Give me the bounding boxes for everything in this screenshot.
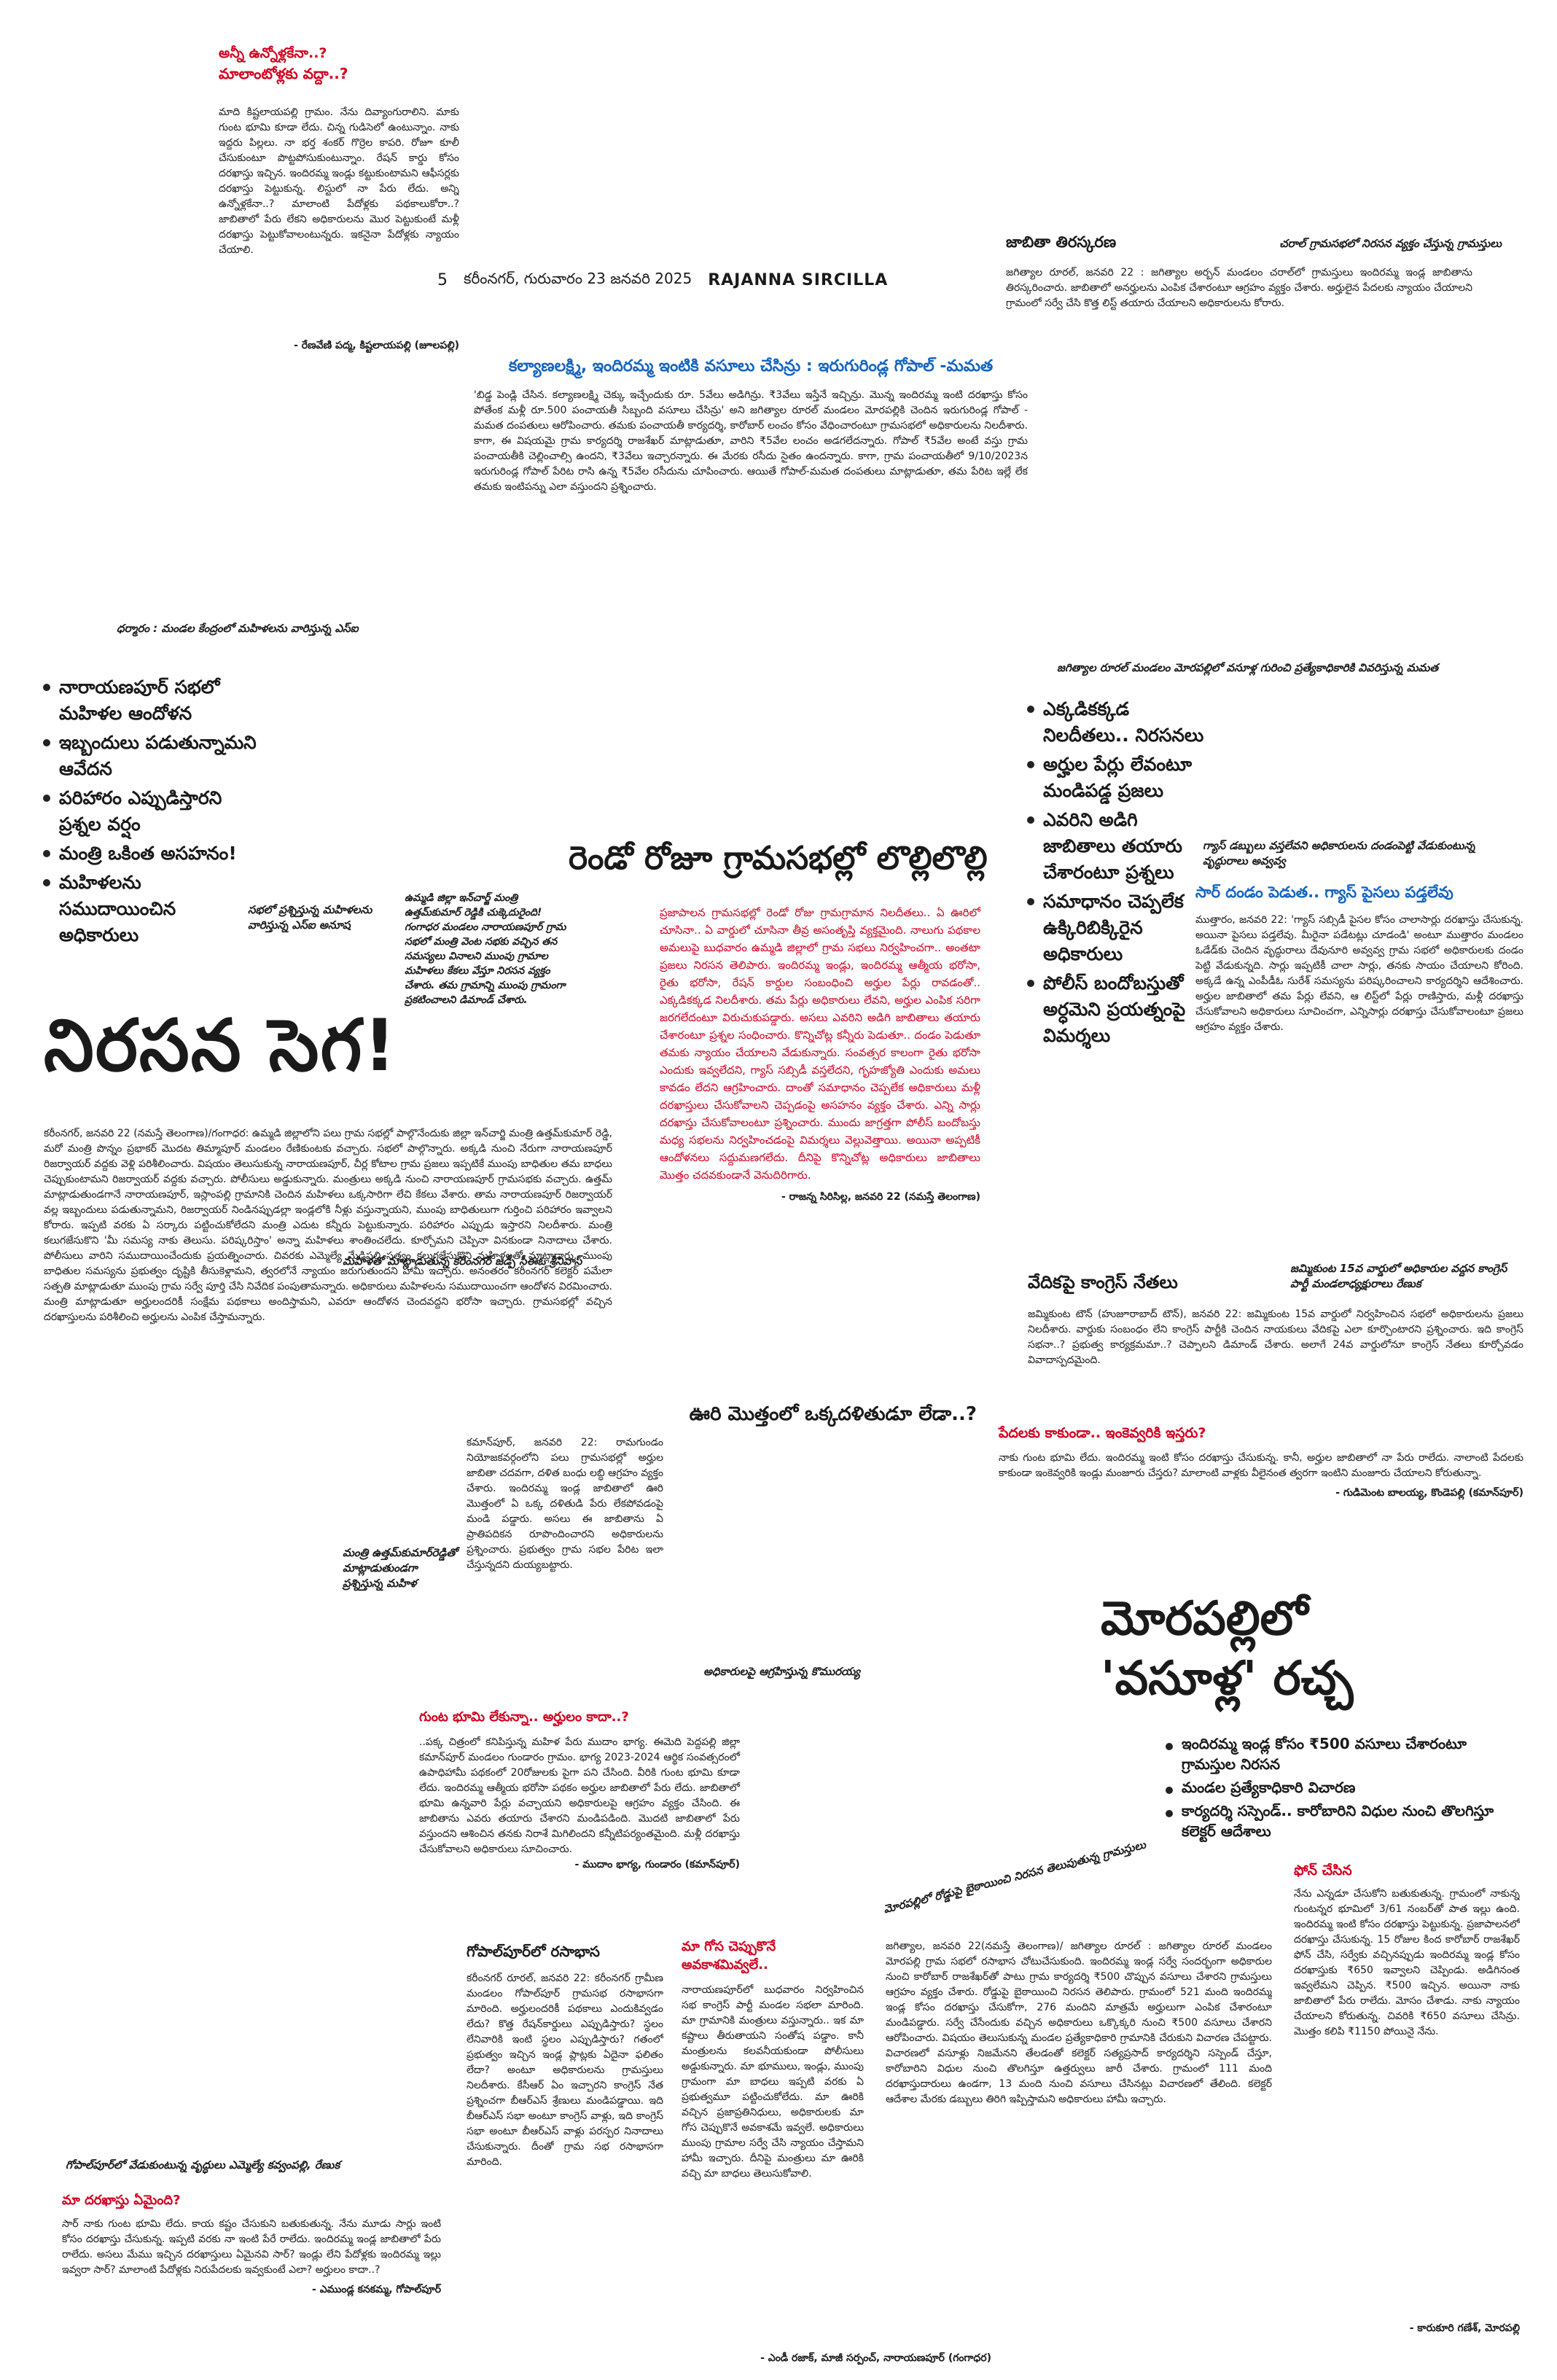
topright-body: జగిత్యాల రూరల్, జనవరి 22 : జగిత్యాల అర్బ… — [1006, 267, 1472, 309]
guntha-body: ..పక్క చిత్రంలో కనిపిస్తున్న మహిళ పేరు మ… — [419, 1736, 740, 1855]
story-deceive: మా గోస చెప్పుకొనే అవకాశమివ్వలే.. నారాయణప… — [682, 1939, 864, 2347]
deceive-byline: - ఎండీ రజాక్, మాజీ సర్పంచ్, నారాయణపూర్ (… — [760, 2352, 991, 2364]
topleft-title: మాలాంటోళ్లకు వద్దా..? — [219, 65, 348, 82]
caption-speech: మహిళతో మాట్లాడుతున్న కరీంనగర్ జడ్పీ సీఈఓ… — [343, 1255, 582, 1268]
topleft-kicker: అన్నీ ఉన్నోళ్లకేనా..? — [219, 45, 327, 61]
right-bullet: అర్హుల పేర్లు లేవంటూ మండిపడ్డ ప్రజలు — [1024, 752, 1214, 804]
main-lead-byline: - రాజన్న సిరిసిల్ల, జనవరి 22 (నమస్తే తెల… — [781, 1191, 980, 1203]
minister-block: ఉమ్మడి జిల్లా ఇన్‌చార్జ్ మంత్రి ఉత్తమ్‌క… — [405, 892, 566, 1006]
phone-title: ఫోన్ చేసిన — [1294, 1862, 1352, 1878]
phone-byline: - కారుకూరి గణేశ్, మోరపల్లి — [1409, 2322, 1520, 2334]
main-body-left: కరీంనగర్, జనవరి 22 (నమస్తే తెలంగాణ)/గంగా… — [44, 1128, 612, 1323]
guntha-byline: - ముదాం భాగ్య, గుండారం (కమాన్‌పూర్) — [574, 1859, 740, 1870]
morapalli-title-line1: మోరపల్లిలో — [1101, 1592, 1308, 1646]
story-congress: వేదికపై కాంగ్రెస్ నేతలు జమ్మికుంట టౌన్ (… — [1028, 1272, 1523, 1368]
topright-caption: చరాల్ గ్రామసభలో నిరసన వ్యక్తం చేస్తున్న … — [1279, 237, 1502, 250]
poor-body: నాకు గుంట భూమి లేదు. ఇందిరమ్మ ఇంటి కోసం … — [999, 1452, 1523, 1479]
story-morapalli: జగిత్యాల, జనవరి 22(నమస్తే తెలంగాణ)/ జగిత… — [886, 1939, 1272, 2325]
morapalli-highlights: ఇందిరమ్మ ఇండ్ల కోసం ₹500 వసూలు చేశారంటూ … — [1163, 1733, 1513, 1844]
gopalpur-body: కరీంనగర్ రూరల్, జనవరి 22: కరీంనగర్ గ్రామ… — [467, 1973, 663, 2168]
application-body: సార్ నాకు గుంట భూమి లేదు. కాయ కష్టం చేసు… — [62, 2218, 441, 2276]
application-title: మా దరఖాస్తు ఏమైంది? — [62, 2193, 181, 2208]
edition-name: RAJANNA SIRCILLA — [708, 270, 889, 289]
story-topleft: అన్నీ ఉన్నోళ్లకేనా..? మాలాంటోళ్లకు వద్దా… — [219, 45, 459, 354]
right-highlights: ఎక్కడికక్కడ నిలదీతలు.. నిరసనలు అర్హుల పే… — [1024, 696, 1214, 1052]
page-number: 5 — [437, 270, 448, 289]
main-lead-text: ప్రజాపాలన గ్రామసభల్లో రెండో రోజు గ్రామగ్… — [660, 906, 980, 1182]
kalyan-headline: కల్యాణలక్ష్మి, ఇందిరమ్మ ఇంటికి వసూలు చేస… — [508, 357, 994, 375]
left-highlights: నారాయణపూర్ సభలో మహిళల ఆందోళన ఇబ్బందులు ప… — [40, 674, 259, 951]
gopalpur-title: గోపాల్‌పూర్‌లో రసాభాస — [467, 1943, 600, 1960]
morapalli-title-line2: 'వసూళ్ల' రచ్చ — [1101, 1652, 1354, 1706]
caption-gopalpur-photo: గోపాల్‌పూర్‌లో వేడుకుంటున్న వృద్ధులు ఎమ్… — [66, 2158, 340, 2172]
masthead: 5 కరీంనగర్, గురువారం 23 జనవరి 2025 RAJAN… — [437, 268, 889, 292]
caption-women-protest: సభలో ప్రశ్నిస్తున్న మహిళలను వారిస్తున్న … — [248, 903, 372, 932]
story-gas: సార్ దండం పెడుత.. గ్యాస్ పైసలు పడ్తలేవు … — [1195, 883, 1523, 1035]
caption-left-top: ధర్మారం : మండల కేంద్రంలో మహిళలను వారిస్త… — [117, 622, 359, 635]
story-poor: పేదలకు కాకుండా.. ఇంకెవ్వరికి ఇస్తరు? నాక… — [999, 1425, 1523, 1501]
big-title: నిరసన సెగ! — [44, 1004, 398, 1088]
guntha-title: గుంట భూమి లేకున్నా.. అర్హులం కాదా..? — [419, 1709, 629, 1725]
topleft-byline: - రేణవేణి పద్మ, కిష్టలాయపల్లి (జూలపల్లి) — [294, 340, 459, 351]
main-lead: ప్రజాపాలన గ్రామసభల్లో రెండో రోజు గ్రామగ్… — [660, 904, 980, 1205]
right-bullet: ఎక్కడికక్కడ నిలదీతలు.. నిరసనలు — [1024, 696, 1214, 749]
right-bullet: సమాధానం చెప్పలేక ఉక్కిరిబిక్కిరైన అధికార… — [1024, 889, 1214, 967]
application-byline: - ఎముండ్ల కనకమ్మ, గోపాల్‌పూర్ — [312, 2284, 441, 2295]
story-gopalpur: గోపాల్‌పూర్‌లో రసాభాస కరీంనగర్ రూరల్, జన… — [467, 1943, 663, 2336]
story-kalyanalakshmi: కల్యాణలక్ష్మి, ఇందిరమ్మ ఇంటికి వసూలు చేస… — [474, 357, 1028, 495]
morapalli-bullet: ఇందిరమ్మ ఇండ్ల కోసం ₹500 వసూలు చేశారంటూ … — [1163, 1733, 1513, 1774]
morapalli-bullet: మండల ప్రత్యేకాధికారి విచారణ — [1163, 1777, 1513, 1798]
phone-body: నేను ఎన్నడూ చేసుకోని బతుకుతున్న. గ్రామంల… — [1294, 1888, 1520, 2037]
main-banner: రెండో రోజూ గ్రామసభల్లో లొల్లిలొల్లి — [569, 840, 988, 877]
left-bullet: పరిహారం ఎప్పుడిస్తారని ప్రశ్నల వర్షం — [40, 785, 259, 838]
story-application: మా దరఖాస్తు ఏమైంది? సార్ నాకు గుంట భూమి … — [62, 2193, 441, 2298]
morapalli-title: మోరపల్లిలో 'వసూళ్ల' రచ్చ — [1101, 1589, 1516, 1709]
dateline: కరీంనగర్, గురువారం 23 జనవరి 2025 — [464, 269, 692, 287]
kalyan-body: 'బిడ్డ పెండ్లి చేసిన. కల్యాణలక్ష్మి చెక్… — [474, 389, 1028, 493]
story-guntha: గుంట భూమి లేకున్నా.. అర్హులం కాదా..? ..ప… — [419, 1709, 740, 1873]
poor-byline: - గుడిమెంట బాలయ్య, కొండెపల్లి (కమాన్‌పూర… — [1335, 1487, 1523, 1499]
left-bullet: ఇబ్బందులు పడుతున్నామని ఆవేదన — [40, 730, 259, 782]
congress-body: జమ్మికుంట టౌన్ (హుజూరాబాద్ టౌన్), జనవరి … — [1028, 1308, 1523, 1366]
story-shadow: ఊరి మొత్తంలో ఒక్కదళితుడూ లేడా..? కమాన్‌ప… — [467, 1403, 977, 1573]
right-bullet: పోలీస్ బందోబస్తుతో అర్ధమెని ప్రయత్నంపై వ… — [1024, 970, 1214, 1049]
story-phone: ఫోన్ చేసిన నేను ఎన్నడూ చేసుకోని బతుకుతున… — [1294, 1862, 1520, 2336]
topleft-body: మాది కిష్టలాయపల్లి గ్రామం. నేను దివ్యాంగ… — [219, 106, 459, 256]
left-bullet: మంత్రి ఒకింత అసహనం! — [40, 840, 259, 867]
caption-morapalli-photo: మోరపల్లిలో రోడ్డుపై బైఠాయించి నిరసన తెలు… — [882, 1838, 1147, 1916]
left-bullet: మహిళలను సముదాయించిన అధికారులు — [40, 870, 259, 948]
gas-body: ముత్తారం, జనవరి 22: 'గ్యాస్ సబ్సిడీ పైసల… — [1195, 914, 1523, 1033]
caption-right-top: జగిత్యాల రూరల్ మండలం మోరపల్లిలో వసూళ్ల గ… — [1057, 661, 1439, 674]
caption-congress: జమ్మికుంట 15వ వార్డులో అధికారుల వద్దన కా… — [1290, 1262, 1507, 1290]
congress-title: వేదికపై కాంగ్రెస్ నేతలు — [1028, 1272, 1178, 1292]
caption-minister-women: మంత్రి ఉత్తమ్‌కుమార్‌రెడ్డితో మాట్లాడుతు… — [343, 1546, 458, 1590]
shadow-body: కమాన్‌పూర్, జనవరి 22: రామగుండం నియోజకవర్… — [467, 1437, 663, 1571]
poor-title: పేదలకు కాకుండా.. ఇంకెవ్వరికి ఇస్తరు? — [999, 1425, 1206, 1441]
deceive-body: నారాయణపూర్‌లో బుధవారం నిర్వహించిన సభ కాం… — [682, 1984, 864, 2180]
left-bullet: నారాయణపూర్ సభలో మహిళల ఆందోళన — [40, 674, 259, 727]
topright-kicker: జాబితా తిరస్కరణ — [1006, 233, 1117, 251]
morapalli-bullet: కార్యదర్శి సస్పెండ్.. కారోబారిని విధుల న… — [1163, 1800, 1513, 1841]
morapalli-body: జగిత్యాల, జనవరి 22(నమస్తే తెలంగాణ)/ జగిత… — [886, 1940, 1272, 2105]
caption-officers: అధికారులపై ఆగ్రహిస్తున్న కొమురయ్య — [703, 1665, 861, 1678]
shadow-heading: ఊరి మొత్తంలో ఒక్కదళితుడూ లేడా..? — [689, 1403, 977, 1425]
right-bullet: ఎవరిని అడిగి జాబితాలు తయారు చేశారంటూ ప్ర… — [1024, 807, 1214, 886]
deceive-title: మా గోస చెప్పుకొనే అవకాశమివ్వలే.. — [682, 1939, 776, 1973]
caption-staff-dispute: గ్యాస్ డబ్బులు వస్తలేవని అధికారులను దండం… — [1203, 839, 1475, 867]
story-topright: జాబితా తిరస్కరణ చరాల్ గ్రామసభలో నిరసన వ్… — [1006, 233, 1502, 311]
gas-title: సార్ దండం పెడుత.. గ్యాస్ పైసలు పడ్తలేవు — [1195, 883, 1453, 901]
